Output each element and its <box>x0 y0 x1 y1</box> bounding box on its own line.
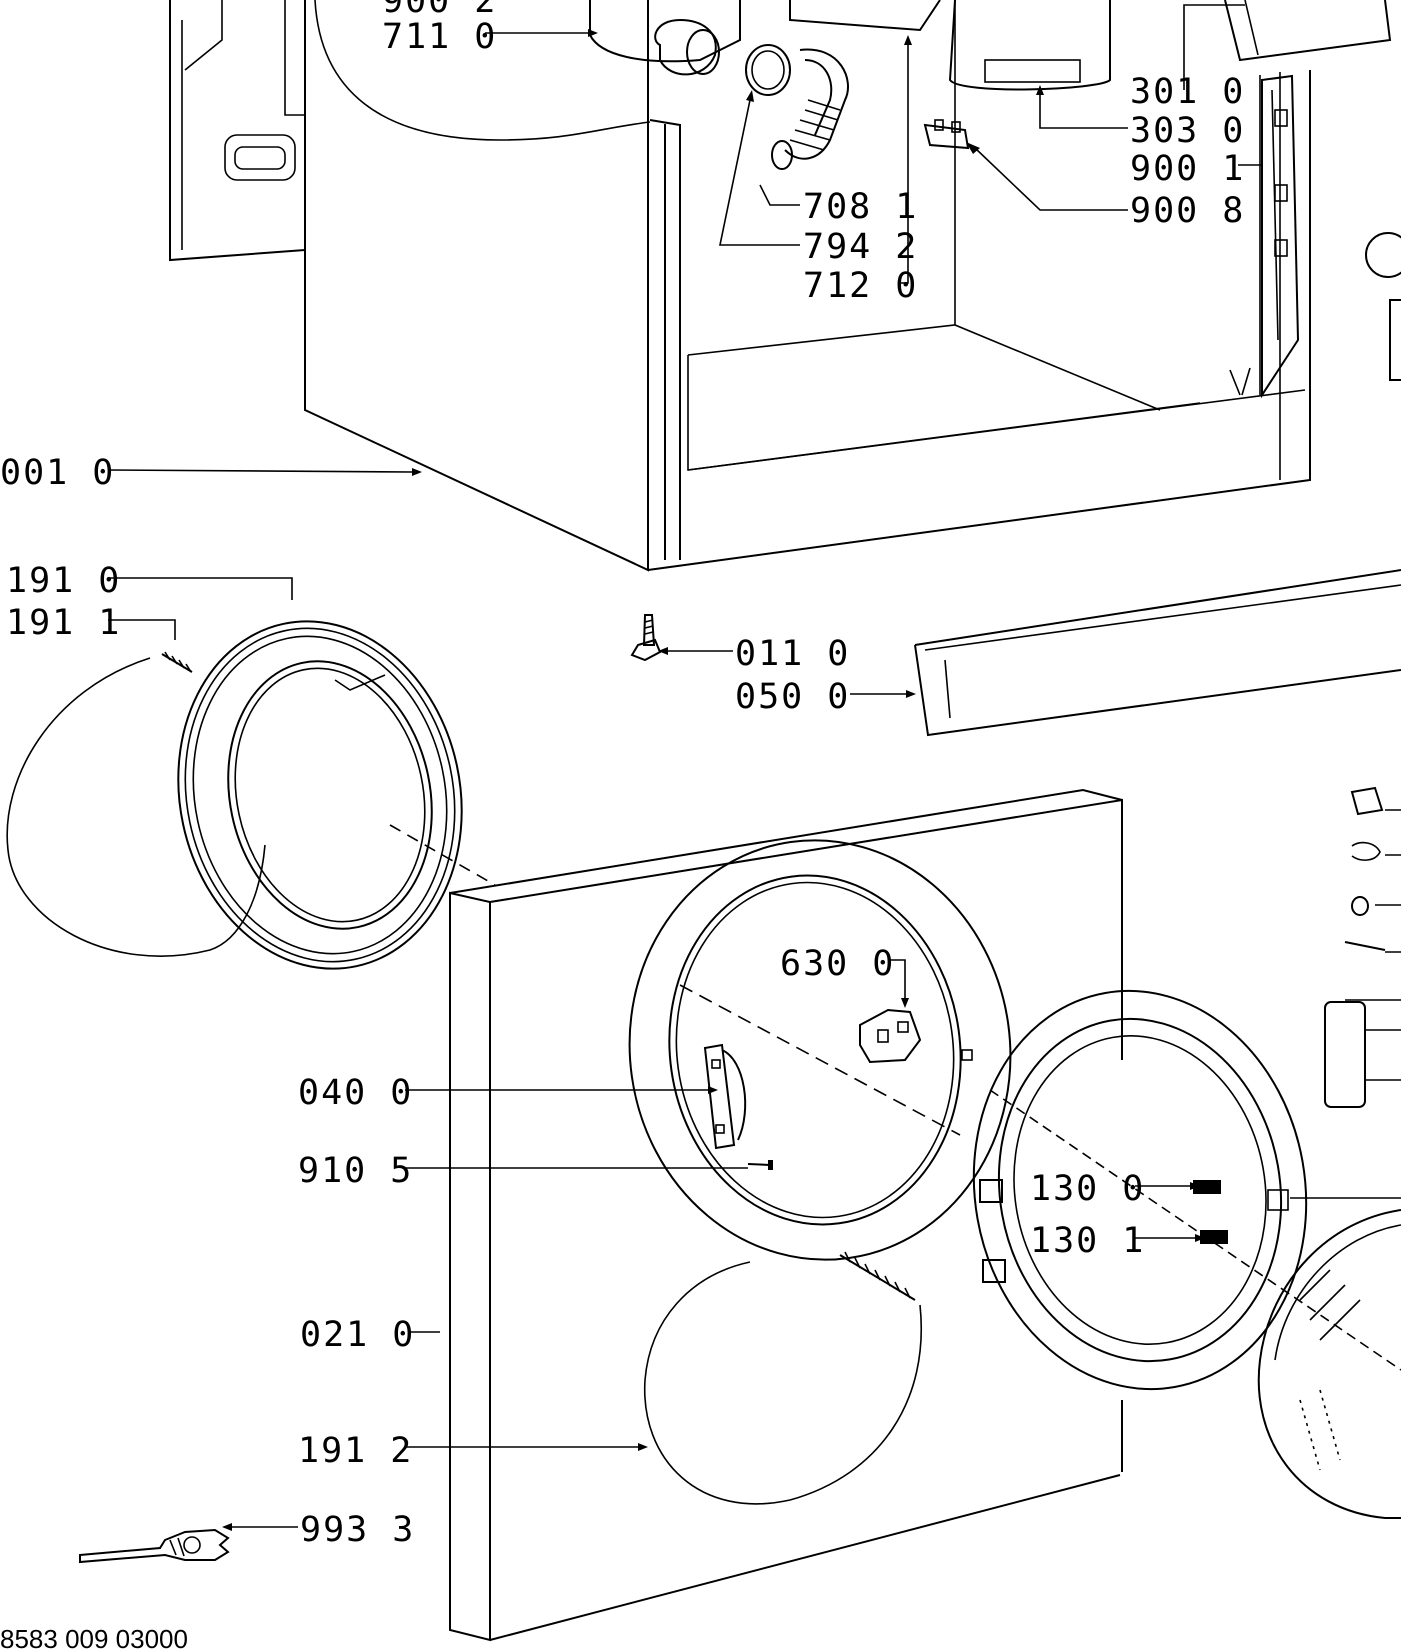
label-191-2: 191 2 <box>298 1431 413 1471</box>
label-794-2: 794 2 <box>803 227 918 267</box>
label-130-1: 130 1 <box>1030 1221 1145 1261</box>
label-040-0: 040 0 <box>298 1073 413 1113</box>
door-frame-part <box>972 989 1401 1391</box>
side-rail-part <box>1229 74 1300 399</box>
label-900-2: 900 2 <box>382 0 497 21</box>
label-900-1: 900 1 <box>1130 149 1245 189</box>
reference-code: 8583 009 03000 <box>0 1624 188 1651</box>
plinth-part <box>914 569 1401 737</box>
door-seal-part <box>6 620 496 970</box>
tool-part <box>79 1528 230 1564</box>
label-191-0: 191 0 <box>6 561 121 601</box>
label-303-0: 303 0 <box>1130 111 1245 151</box>
label-900-8: 900 8 <box>1130 191 1245 231</box>
bracket-part <box>923 119 970 150</box>
label-630-0: 630 0 <box>780 944 895 984</box>
door-glass-part <box>1257 1209 1401 1519</box>
label-130-0: 130 0 <box>1030 1169 1145 1209</box>
label-001-0: 001 0 <box>0 453 115 493</box>
motor-fragment <box>1324 232 1401 1108</box>
front-panel-part <box>449 788 1123 1642</box>
label-993-3: 993 3 <box>300 1510 415 1550</box>
cabinet-part <box>169 0 1392 572</box>
wire-ring-part <box>643 1251 922 1505</box>
label-011-0: 011 0 <box>735 634 850 674</box>
label-708-1: 708 1 <box>803 187 918 227</box>
label-301-0: 301 0 <box>1130 72 1245 112</box>
foot-part <box>630 614 662 662</box>
label-021-0: 021 0 <box>300 1315 415 1355</box>
leader-lines <box>107 4 1401 1531</box>
part-labels: 900 2 711 0 301 0 303 0 900 1 900 8 708 … <box>0 0 1245 1651</box>
label-050-0: 050 0 <box>735 677 850 717</box>
label-712-0: 712 0 <box>803 266 918 306</box>
label-711-0: 711 0 <box>382 17 497 57</box>
label-191-1: 191 1 <box>6 603 121 643</box>
label-910-5: 910 5 <box>298 1151 413 1191</box>
hose-assembly <box>654 18 849 170</box>
